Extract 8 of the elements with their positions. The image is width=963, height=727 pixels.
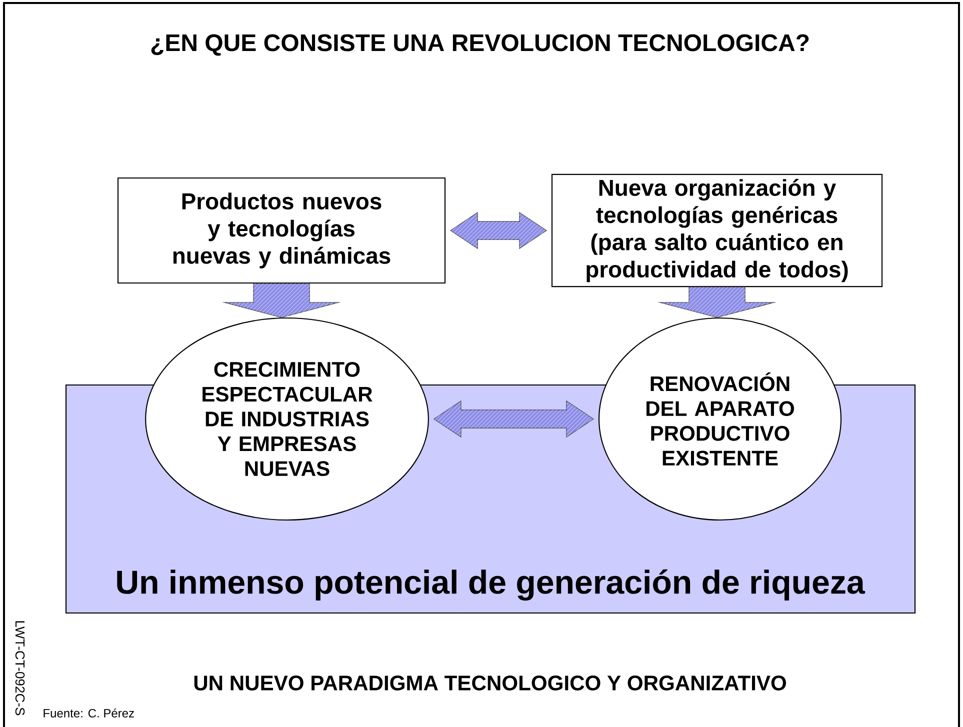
process-box: Productos nuevos y tecnologías nuevas y dinámicas	[117, 177, 446, 284]
document-code: LWT-CT-092C-S	[15, 621, 25, 716]
process-box: Nueva organización y tecnologías genéricas (para salto cuántico en productividad de todos)	[551, 174, 883, 288]
block-arrow	[657, 286, 777, 318]
slide-title: ¿EN QUE CONSISTE UNA REVOLUCION TECNOLOGICA?	[151, 34, 809, 56]
subtitle: UN NUEVO PARADIGMA TECNOLOGICO Y ORGANIZATIVO	[194, 676, 786, 690]
source-note: Fuente: C. Pérez	[44, 708, 134, 718]
block-arrow	[222, 283, 342, 318]
